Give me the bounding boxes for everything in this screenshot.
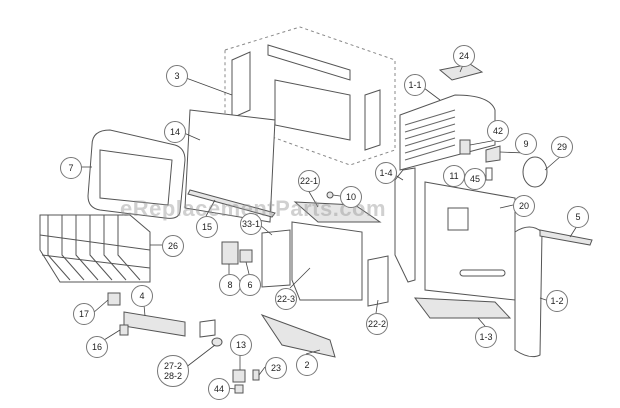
part-6 [239,249,253,263]
callout-5[interactable]: 5 [567,206,589,228]
part-8 [221,241,239,265]
part-44 [234,384,244,394]
callout-24[interactable]: 24 [453,45,475,67]
callout-1-3[interactable]: 1-3 [475,326,497,348]
callout-16[interactable]: 16 [86,336,108,358]
part-26-guard [39,214,151,283]
callout-22-2[interactable]: 22-2 [366,313,388,335]
part-4 [123,311,186,337]
callout-27-2: 27-2 [163,361,182,371]
callout-10[interactable]: 10 [340,186,362,208]
part-3-frame [274,79,351,141]
callout-1-1[interactable]: 1-1 [404,74,426,96]
part-17 [107,292,121,306]
part-23 [252,369,260,381]
callout-6[interactable]: 6 [239,274,261,296]
callout-42[interactable]: 42 [487,120,509,142]
callout-22-3[interactable]: 22-3 [275,288,297,310]
part-42 [459,139,471,155]
callout-13[interactable]: 13 [230,334,252,356]
callout-1-2[interactable]: 1-2 [546,290,568,312]
part-1-3 [413,297,512,319]
callout-28-2: 28-2 [163,371,182,381]
callout-22-1[interactable]: 22-1 [298,170,320,192]
part-27-2 [211,337,223,347]
callout-26[interactable]: 26 [162,235,184,257]
part-13 [232,369,246,383]
callout-3[interactable]: 3 [166,65,188,87]
part-2 [260,314,336,358]
callout-14[interactable]: 14 [164,121,186,143]
part-45 [485,167,493,181]
callout-27-2-28-2[interactable]: 27-2 28-2 [157,355,189,387]
part-back-panel [424,181,516,301]
callout-9[interactable]: 9 [515,133,537,155]
part-9 [485,145,501,163]
callout-17[interactable]: 17 [73,303,95,325]
callout-23[interactable]: 23 [265,357,287,379]
part-3-side [231,51,251,119]
part-15-rod [187,189,276,218]
callout-45[interactable]: 45 [464,168,486,190]
callout-7[interactable]: 7 [60,157,82,179]
callout-33-1[interactable]: 33-1 [240,213,262,235]
part-29 [522,156,548,188]
callout-8[interactable]: 8 [219,274,241,296]
part-14-panel [184,109,276,223]
part-22-3 [291,221,363,301]
callout-20[interactable]: 20 [513,195,535,217]
part-16 [119,324,129,336]
part-33-1 [261,229,291,288]
callout-11[interactable]: 11 [443,165,465,187]
callout-29[interactable]: 29 [551,136,573,158]
callout-1-4[interactable]: 1-4 [375,162,397,184]
part-5 [539,229,593,246]
callout-44[interactable]: 44 [208,378,230,400]
part-22-1 [293,201,382,223]
part-1-1-grille [399,94,496,171]
callout-2[interactable]: 2 [296,354,318,376]
part-22-2 [367,255,389,307]
part-1-2 [514,226,543,358]
assembly-3-outline [224,26,396,166]
part-1-4 [394,167,416,283]
callout-15[interactable]: 15 [196,216,218,238]
callout-4[interactable]: 4 [131,285,153,307]
